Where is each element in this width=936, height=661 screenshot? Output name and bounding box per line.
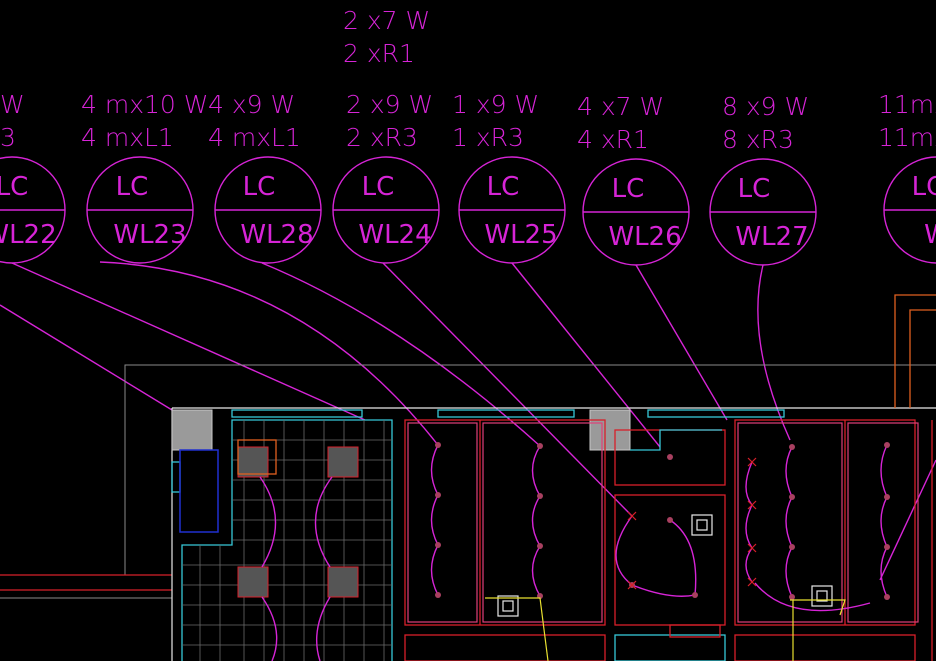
leader-wl23	[99, 261, 439, 446]
panel-frame	[237, 439, 277, 475]
circuit-fixture-count: 1 x9 W	[452, 90, 539, 119]
circuit-id: WL26	[608, 222, 681, 252]
lobby-wiring	[314, 476, 333, 568]
circuit-label-wl23[interactable]: 4 mx10 W 4 mxL1 LC WL23	[81, 90, 208, 264]
circuit-fixture-type: 4 mxL1	[81, 123, 174, 152]
circuit-fixture-count: 2 x9 W	[346, 90, 433, 119]
room	[404, 419, 606, 626]
circuit-label-wl24[interactable]: 2 x9 W 2 xR3 LC WL24	[332, 90, 440, 264]
leader-wl22	[11, 262, 366, 421]
lobby-wiring	[259, 476, 277, 568]
circuit-id: WL28	[240, 220, 313, 250]
circuit-id: WL25	[484, 220, 557, 250]
circuit-fixture-count: W	[0, 90, 25, 119]
window-side	[171, 461, 181, 493]
circuit-id: WL27	[735, 222, 808, 252]
window	[231, 409, 363, 418]
right-wall-orange-2	[909, 309, 936, 408]
circuit-fixture-type: 4 mxL1	[208, 123, 301, 152]
room-wiring	[430, 442, 890, 612]
circuit-tag: LC	[738, 174, 771, 204]
circuit-label-wl25[interactable]: 1 x9 W 1 xR3 LC WL25	[452, 90, 566, 264]
room-cyan-edge	[630, 429, 722, 451]
outer-wall-line	[124, 364, 936, 575]
top-fixture-label-line1: 2 x7 W	[343, 6, 430, 35]
circuit-tag: LC	[362, 172, 395, 202]
leader-right	[879, 459, 936, 581]
blue-equipment	[179, 449, 219, 533]
column	[171, 409, 213, 451]
circuit-label-wl28[interactable]: 4 x9 W 4 mxL1 LC WL28	[208, 90, 322, 264]
leader-wl24	[382, 262, 633, 517]
ceiling-light-panel	[327, 446, 359, 478]
circuit-tag: LC	[116, 172, 149, 202]
circuit-fixture-count: 11mx7	[878, 90, 936, 119]
circuit-fixture-count: 4 x7 W	[577, 92, 664, 121]
circuit-tag: LC	[612, 174, 645, 204]
leader-wl26	[635, 264, 728, 421]
right-wall-orange	[894, 294, 936, 408]
circuit-id: W	[924, 220, 936, 250]
circuit-tag: LC	[0, 172, 28, 202]
floor-grid	[182, 420, 392, 661]
top-fixture-label-line2: 2 xR1	[343, 39, 415, 68]
circuit-fixture-type: 4 xR1	[577, 125, 649, 154]
circuit-tag: LC	[243, 172, 276, 202]
circuit-fixture-type: 2 xR3	[346, 123, 418, 152]
leader-wl22-b	[0, 304, 173, 411]
leader-lines	[0, 261, 936, 581]
lobby-wiring	[315, 596, 331, 661]
circuit-fixture-count: 8 x9 W	[722, 92, 809, 121]
windows	[171, 409, 785, 493]
circuit-fixture-count: 4 mx10 W	[81, 90, 208, 119]
circuit-label-wl26[interactable]: 4 x7 W 4 xR1 LC WL26	[577, 92, 690, 266]
tiled-area	[179, 419, 393, 661]
lobby-wiring	[261, 596, 278, 661]
circuit-fixture-type: 1 xR3	[452, 123, 524, 152]
circuit-label-right-partial[interactable]: 11mx7 11mx LC W	[878, 90, 936, 264]
circuit-fixture-type: 11mx	[878, 123, 936, 152]
circuit-tag: LC	[487, 172, 520, 202]
exhaust-fans	[485, 514, 846, 661]
leader-wl25	[511, 262, 661, 448]
leader-wl28	[261, 262, 541, 447]
ceiling-light-panel	[237, 566, 269, 598]
circuit-id: WL24	[358, 220, 431, 250]
room	[734, 419, 916, 626]
circuit-label-wl27[interactable]: 8 x9 W 8 xR3 LC WL27	[709, 92, 817, 266]
window	[437, 409, 575, 418]
ceiling-light-panel	[237, 446, 269, 478]
top-fixture-label: 2 x7 W 2 xR1	[343, 6, 430, 68]
window	[647, 409, 785, 418]
ceiling-light-panel	[327, 566, 359, 598]
circuit-label-wl22[interactable]: W 3 LC WL22	[0, 90, 66, 264]
circuit-fixture-count: 4 x9 W	[208, 90, 295, 119]
rooms	[404, 419, 933, 661]
circuit-id: WL22	[0, 220, 57, 250]
circuit-id: WL23	[113, 220, 186, 250]
leader-wl27	[757, 264, 791, 441]
circuit-fixture-type: 3	[0, 123, 16, 152]
circuit-tag: LC	[912, 172, 936, 202]
circuit-fixture-type: 8 xR3	[722, 125, 794, 154]
